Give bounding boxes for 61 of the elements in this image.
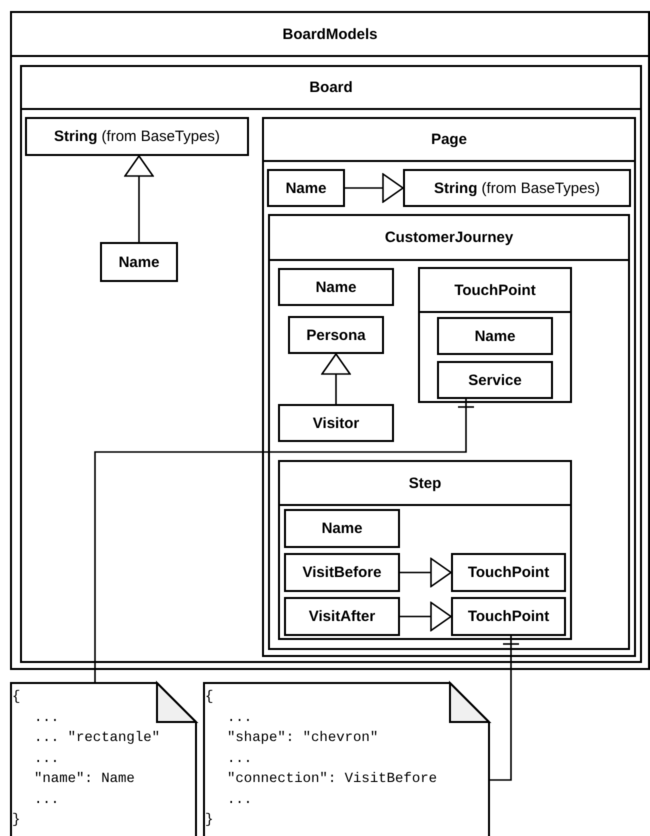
association-line [490,636,520,781]
code-line: ... [34,708,60,726]
class-box [451,597,566,636]
class-name: TouchPoint [468,564,550,581]
class-name: Persona [306,326,366,344]
package-frame [418,267,572,403]
class-name: VisitBefore [302,564,382,581]
class-box [267,169,345,207]
package-frame [268,214,630,650]
package-title: Page [264,119,634,162]
package-title: Step [280,462,570,506]
class-name: Name [118,254,160,270]
generalization-arrow [321,353,351,404]
class-box [451,553,566,592]
class-box [25,117,249,156]
class-name: Name [322,520,362,537]
generalization-arrow [400,558,452,588]
class-name: String (from BaseTypes) [434,180,600,196]
code-line: "name": Name [34,770,135,788]
code-line: "connection": VisitBefore [227,770,438,788]
association-line [94,399,475,682]
code-note [203,682,490,834]
class-name: VisitAfter [308,608,376,625]
code-line: ... [227,708,252,726]
package-frame [278,460,572,640]
code-line: ... [227,790,252,808]
class-name: TouchPoint [468,608,550,625]
class-box [100,242,178,282]
generalization-arrow [124,155,154,242]
class-box [284,553,400,592]
class-box [278,404,394,442]
class-box [284,509,400,548]
class-name: Name [286,180,326,196]
package-frame [262,117,636,657]
package-title: Board [22,67,640,110]
code-line: ... [34,790,60,808]
generalization-arrow [345,173,404,203]
class-name: Visitor [312,414,360,432]
code-line: { [205,688,214,706]
package-title: CustomerJourney [270,216,628,261]
code-line: { [12,688,20,706]
class-box [403,169,631,207]
package-title: TouchPoint [420,269,570,313]
code-line: ... [227,750,252,768]
code-line: "shape": "chevron" [227,729,378,747]
code-line: } [12,811,20,829]
class-box [437,361,553,399]
code-line: ... "rectangle" [34,729,160,747]
package-title: BoardModels [12,13,648,57]
class-name: String (from BaseTypes) [54,128,220,145]
code-line: ... [34,750,60,768]
generalization-arrow [400,602,452,632]
code-line: } [205,811,214,829]
class-name: Service [468,372,522,388]
class-name: Name [316,278,356,296]
code-note [10,682,197,834]
class-box [437,317,553,355]
class-name: Name [474,328,516,344]
class-box [284,597,400,636]
class-box [278,268,394,306]
class-box [288,316,384,354]
